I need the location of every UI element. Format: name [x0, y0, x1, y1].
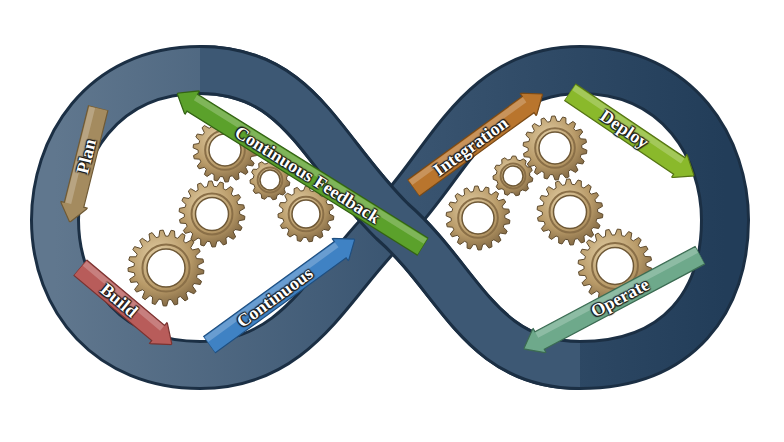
gear-hole: [147, 249, 185, 287]
gear-hole: [503, 166, 523, 186]
arrow-label: Build: [71, 257, 181, 356]
arrow-label: Operate: [517, 243, 707, 362]
arrow-body: [517, 243, 707, 362]
gear-body: [537, 179, 603, 245]
gear: [128, 230, 204, 306]
gear-hole: [554, 196, 587, 229]
arrow-body: [201, 228, 363, 356]
arrow-label: Continuous Feedback: [170, 81, 431, 258]
gear-rim: [550, 192, 591, 233]
gear: [493, 156, 533, 196]
arrow-body: [170, 81, 431, 258]
arrow-body: [56, 104, 112, 225]
gear-rim: [458, 198, 498, 238]
gear-body: [179, 181, 245, 247]
gear-hole: [260, 170, 280, 190]
loop-band: [55, 70, 725, 365]
loop-band-outline: [55, 70, 725, 365]
arrow-label: Plan: [56, 104, 112, 225]
gear-rim: [535, 128, 575, 168]
gear: [446, 186, 510, 250]
loop-arrow: Integration: [405, 83, 551, 200]
loop-arrow: Continuous: [201, 228, 363, 356]
gear-group: [128, 116, 652, 306]
arrow-body: [562, 80, 702, 187]
gear-body: [128, 230, 204, 306]
gear-hole: [292, 200, 320, 228]
gear-hole: [539, 132, 571, 164]
gear-rim: [142, 244, 189, 291]
arrow-label: Integration: [405, 83, 551, 200]
gear-body: [446, 186, 510, 250]
loop-arrow: Continuous Feedback: [170, 81, 431, 258]
gear-hole: [196, 198, 229, 231]
gear: [537, 179, 603, 245]
loop-arrow: Deploy: [562, 80, 702, 187]
gear-body: [493, 156, 533, 196]
gear-rim: [192, 194, 233, 235]
gear-hole: [462, 202, 494, 234]
arrow-body: [71, 257, 181, 356]
gear: [179, 181, 245, 247]
arrow-label: Continuous: [201, 228, 363, 356]
arrow-body: [405, 83, 551, 200]
gear-rim: [501, 164, 526, 189]
loop-arrow: Plan: [56, 104, 112, 225]
gear-rim: [289, 197, 324, 232]
arrow-label: Deploy: [562, 80, 702, 187]
loop-arrow: Operate: [517, 243, 707, 362]
loop-arrow: Build: [71, 257, 181, 356]
